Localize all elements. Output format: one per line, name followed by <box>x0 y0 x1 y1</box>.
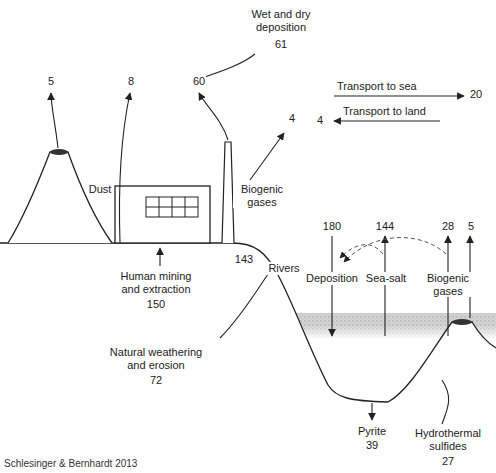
marine-volcano <box>388 322 496 402</box>
process-label: Transport to sea <box>336 80 418 93</box>
flux-number: 20 <box>469 88 483 101</box>
flux-arrows <box>51 54 470 424</box>
source-caption: Schlesinger & Bernhardt 2013 <box>4 458 137 469</box>
flux-number: 5 <box>467 220 475 233</box>
land-volcano <box>8 152 112 243</box>
recycling-arrows <box>340 238 446 262</box>
flux-number: 61 <box>274 38 288 51</box>
process-label: Biogenic gases <box>233 183 291 208</box>
factory <box>115 186 210 243</box>
process-label: Pyrite <box>357 425 387 438</box>
process-label: Rivers <box>267 262 300 275</box>
flux-number: 144 <box>375 220 395 233</box>
factory-windows <box>146 197 198 217</box>
flux-number: 150 <box>146 298 166 311</box>
flux-number: 8 <box>127 75 135 88</box>
flux-number: 60 <box>192 75 206 88</box>
process-label: Biogenic gases <box>419 272 477 297</box>
volcano-crater <box>452 319 472 325</box>
flux-number: 28 <box>441 220 455 233</box>
flux-number: 5 <box>47 75 55 88</box>
process-label: Hydrothermal sulfides <box>406 427 490 452</box>
process-label: Transport to land <box>342 105 427 118</box>
process-label: Deposition <box>305 272 359 285</box>
flux-number: 39 <box>365 439 379 452</box>
flux-number: 4 <box>288 112 296 125</box>
flux-number: 4 <box>316 114 324 127</box>
process-label: Natural weathering and erosion <box>99 346 213 371</box>
process-label: Wet and dry deposition <box>244 8 318 33</box>
flux-number: 27 <box>441 455 455 468</box>
land-surface <box>0 243 388 402</box>
flux-number: 180 <box>322 220 342 233</box>
process-label: Dust <box>88 183 113 196</box>
volcano-crater <box>50 149 68 155</box>
flux-number: 72 <box>149 374 163 387</box>
process-label: Sea-salt <box>365 272 407 285</box>
process-label: Human mining and extraction <box>109 270 203 295</box>
flux-number: 143 <box>234 253 254 266</box>
